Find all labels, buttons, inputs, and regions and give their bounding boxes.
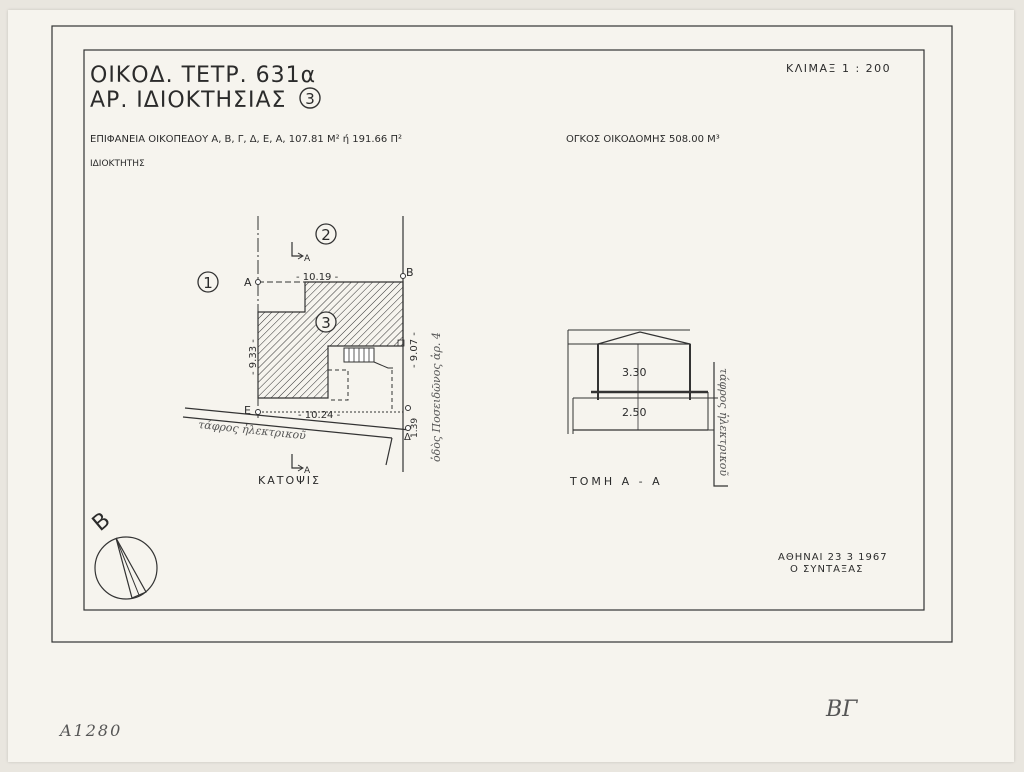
point-b-label: Β [406,266,414,279]
street-label: ὁδὸς Ποσειδῶνος ἀρ. 4 [430,332,443,462]
inner-frame [83,49,925,611]
plan-caption: ΚΑΤΟΨΙΣ [258,474,321,487]
section-height-upper: 3.30 [622,366,647,379]
section-caption: ΤΟΜΗ Α - Α [569,475,663,488]
building-volume-text: ΟΓΚΟΣ ΟΙΚΟΔΟΜΗΣ 508.00 Μ³ [566,134,720,145]
dimension-top: - 10.19 - [296,272,339,283]
handwritten-mark: ΒΓ [825,697,858,722]
property-number: 3 [305,90,315,108]
compass-north-label: Β [88,508,116,537]
section-height-lower: 2.50 [622,406,647,419]
scale-label: ΚΛΙΜΑΞ 1 : 200 [786,62,891,75]
architectural-drawing: ΟΙΚΟΔ. ΤΕΤΡ. 631α ΑΡ. ΙΔΙΟΚΤΗΣΙΑΣ 3 ΚΛΙΜ… [51,25,953,740]
building-footprint [257,281,404,399]
plot-3-circle [315,311,337,333]
ditch-label-section: τάφρος ἠλεκτρικοῦ [717,368,730,476]
block-title: ΟΙΚΟΔ. ΤΕΤΡ. 631α [90,63,316,88]
neighbor-1-number: 1 [203,274,213,292]
plot-3-number: 3 [321,314,331,332]
property-title: ΑΡ. ΙΔΙΟΚΤΗΣΙΑΣ [90,88,286,113]
section-mark-bottom: Α [304,466,311,476]
dimension-bottom: - 10.24 - [298,410,341,421]
signature-date: ΑΘΗΝΑΙ 23 3 1967 [778,552,888,563]
section-mark-top: Α [304,254,311,264]
property-number-circle [299,87,321,109]
dimension-right: - 9.07 - [409,332,420,368]
drawing-sheet: ΟΙΚΟΔ. ΤΕΤΡ. 631α ΑΡ. ΙΔΙΟΚΤΗΣΙΑΣ 3 ΚΛΙΜ… [8,10,1014,762]
neighbor-2-circle [315,223,337,245]
dimension-small: 1.39 [410,418,420,438]
neighbor-1-circle [197,271,219,293]
point-a-label: Α [244,276,252,289]
neighbor-2-number: 2 [321,226,331,244]
floor-plan: Α Β Ε Δ 1 2 3 Α Α - 10.19 - - 10.24 - - … [182,216,443,487]
cross-section: 3.30 2.50 τάφρος ἠλεκτρικοῦ ΤΟΜΗ Α - Α [567,329,730,488]
north-compass: Β [88,508,158,600]
dimension-left: - 9.33 - [248,339,259,375]
owner-label: ΙΔΙΟΚΤΗΤΗΣ [90,159,145,169]
point-e-label: Ε [244,404,251,417]
outer-frame [51,25,953,643]
archive-number: Α1280 [58,721,122,740]
plot-area-text: ΕΠΙΦΑΝΕΙΑ ΟΙΚΟΠΕΔΟΥ Α, Β, Γ, Δ, Ε, Α, 10… [90,133,402,145]
ditch-label-plan: τάφρος ἠλεκτρικοῦ [198,418,307,442]
signature-author: Ο ΣΥΝΤΑΞΑΣ [790,564,863,575]
point-d-label: Δ [404,432,411,443]
